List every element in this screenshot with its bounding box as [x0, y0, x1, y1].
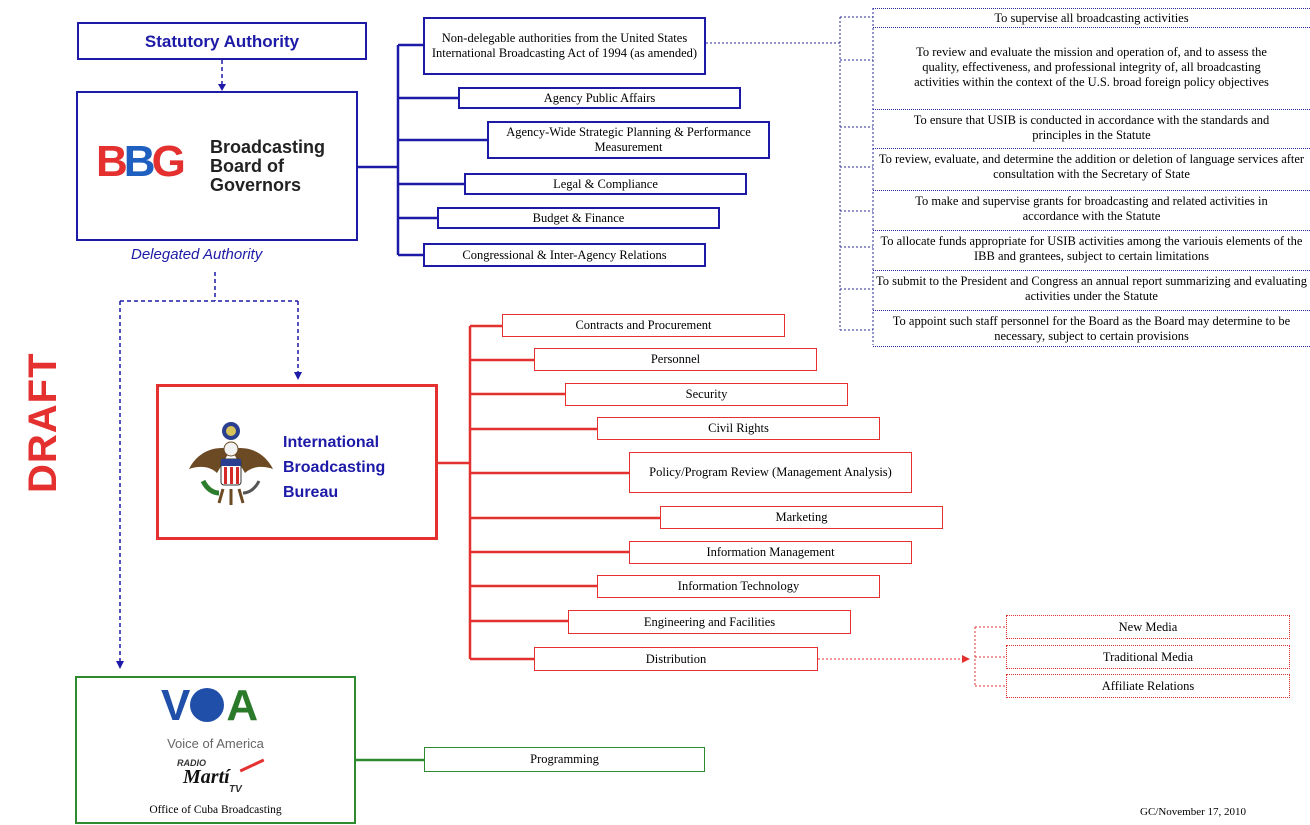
security-box: Security [565, 383, 848, 406]
new-media-box: New Media [1006, 615, 1290, 639]
bbg-logo: BBG [96, 137, 186, 186]
authority-item: To submit to the President and Congress … [873, 270, 1310, 307]
legal-compliance-box: Legal & Compliance [464, 173, 747, 195]
office-label: Contracts and Procurement [575, 318, 712, 332]
non-delegable-authorities-box: Non-delegable authorities from the Unite… [423, 17, 706, 75]
authority-item: To supervise all broadcasting activities [873, 8, 1310, 27]
authority-text: To ensure that USIB is conducted in acco… [913, 113, 1270, 142]
office-label: Distribution [645, 651, 707, 666]
bbg-name: Broadcasting Board of Governors [210, 138, 325, 195]
ibb-name: International Broadcasting Bureau [283, 430, 385, 505]
programming-label: Programming [530, 752, 599, 766]
traditional-media-box: Traditional Media [1006, 645, 1290, 669]
unit-label: New Media [1118, 619, 1178, 634]
ibb-name-line1: International [283, 434, 380, 451]
authority-item: To allocate funds appropriate for USIB a… [873, 230, 1310, 267]
strategic-planning-label: Agency-Wide Strategic Planning & Perform… [506, 125, 751, 154]
office-label: Engineering and Facilities [643, 614, 776, 629]
authority-text: To review, evaluate, and determine the a… [878, 152, 1305, 181]
unit-label: Traditional Media [1102, 649, 1194, 664]
draft-watermark: DRAFT [21, 352, 65, 493]
authority-text: To appoint such staff personnel for the … [892, 313, 1291, 343]
congressional-relations-box: Congressional & Inter-Agency Relations [423, 243, 706, 267]
non-delegable-authorities-label: Non-delegable authorities from the Unite… [431, 31, 698, 60]
statutory-authority-label: Statutory Authority [144, 31, 300, 51]
office-label: Policy/Program Review (Management Analys… [649, 465, 892, 479]
authority-item: To ensure that USIB is conducted in acco… [873, 109, 1310, 146]
information-management-box: Information Management [629, 541, 912, 564]
ocb-name: Office of Cuba Broadcasting [149, 804, 282, 816]
policy-program-review-box: Policy/Program Review (Management Analys… [629, 452, 912, 493]
budget-finance-box: Budget & Finance [437, 207, 720, 229]
affiliate-relations-box: Affiliate Relations [1006, 674, 1290, 698]
radio-marti-marti: Martí [183, 766, 230, 788]
authority-item: To appoint such staff personnel for the … [873, 310, 1310, 347]
statutory-authority-box: Statutory Authority [77, 22, 367, 60]
ibb-box: International Broadcasting Bureau [156, 384, 438, 540]
office-label: Information Technology [677, 579, 800, 593]
bbg-name-line2: Board of [210, 156, 284, 176]
office-label: Marketing [775, 510, 828, 524]
office-label: Civil Rights [708, 421, 769, 435]
contracts-procurement-box: Contracts and Procurement [502, 314, 785, 337]
footer-date: GC/November 17, 2010 [1140, 806, 1247, 818]
personnel-box: Personnel [534, 348, 817, 371]
bbg-name-line1: Broadcasting [210, 137, 326, 157]
office-label: Information Management [706, 545, 835, 559]
authority-text: To make and supervise grants for broadca… [915, 194, 1268, 223]
unit-label: Affiliate Relations [1101, 678, 1195, 693]
ibb-name-line3: Bureau [283, 484, 339, 501]
office-label: Personnel [650, 352, 701, 366]
congressional-relations-label: Congressional & Inter-Agency Relations [462, 247, 667, 262]
information-technology-box: Information Technology [597, 575, 880, 598]
authority-text: To allocate funds appropriate for USIB a… [880, 234, 1303, 263]
civil-rights-box: Civil Rights [597, 417, 880, 440]
eagle-seal-icon [189, 422, 273, 505]
legal-compliance-label: Legal & Compliance [553, 176, 658, 191]
delegated-authority-label: Delegated Authority [131, 246, 263, 263]
authority-item: To review, evaluate, and determine the a… [873, 148, 1310, 185]
authority-text: To submit to the President and Congress … [876, 274, 1307, 303]
programming-box: Programming [424, 747, 705, 772]
budget-finance-label: Budget & Finance [532, 210, 625, 225]
distribution-box: Distribution [534, 647, 818, 671]
radio-marti-radio: RADIO [177, 758, 206, 768]
marketing-box: Marketing [660, 506, 943, 529]
radio-marti-tv: TV [229, 784, 242, 795]
strategic-planning-box: Agency-Wide Strategic Planning & Perform… [487, 121, 770, 159]
voa-name: Voice of America [167, 736, 264, 751]
agency-public-affairs-label: Agency Public Affairs [543, 90, 656, 105]
authority-item: To review and evaluate the mission and o… [873, 27, 1310, 106]
authority-text: To review and evaluate the mission and o… [914, 44, 1269, 89]
ibb-name-line2: Broadcasting [283, 459, 386, 476]
office-label: Security [685, 387, 728, 401]
bbg-box: BBG Broadcasting Board of Governors [76, 91, 358, 241]
engineering-facilities-box: Engineering and Facilities [568, 610, 851, 634]
bbg-name-line3: Governors [210, 175, 302, 195]
authority-text: To supervise all broadcasting activities [994, 10, 1189, 25]
authority-item: To make and supervise grants for broadca… [873, 190, 1310, 227]
agency-public-affairs-box: Agency Public Affairs [458, 87, 741, 109]
radio-marti-logo: RADIO Martí TV [177, 758, 267, 798]
